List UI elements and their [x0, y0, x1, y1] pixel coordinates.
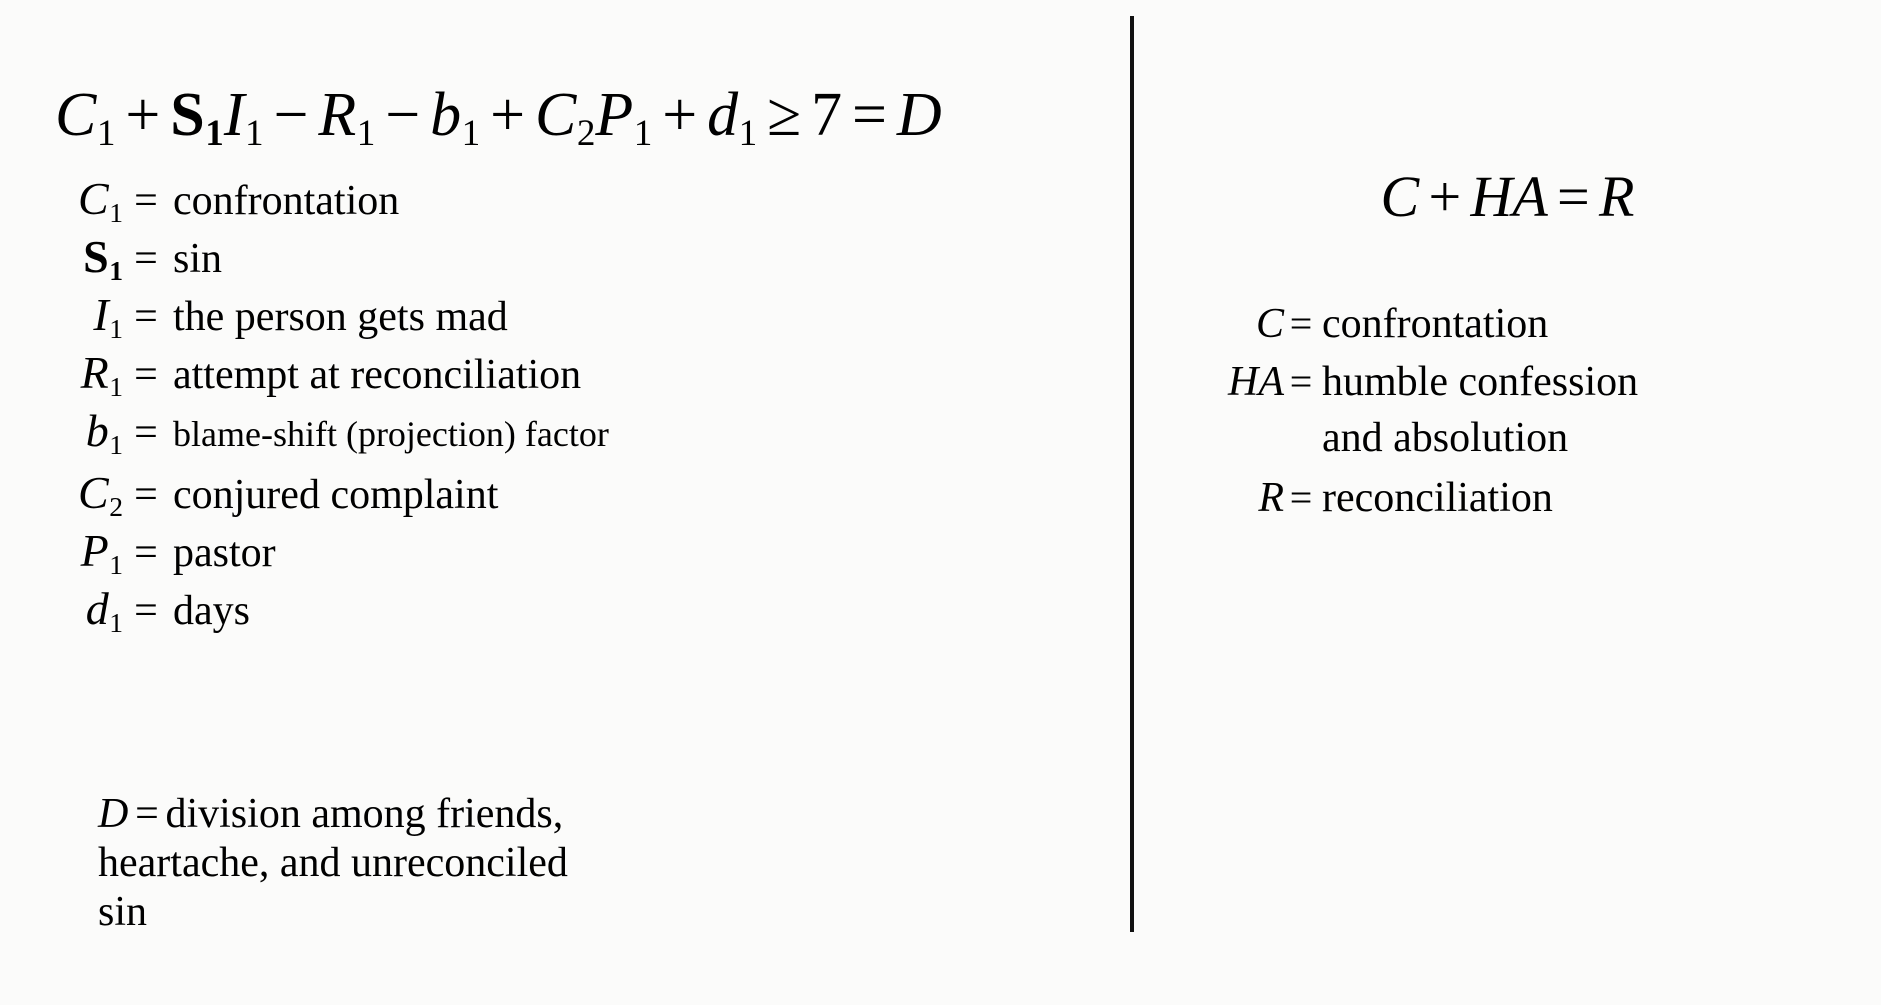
term-P1: P1 — [595, 81, 653, 155]
legend-row-C1: C1 = confrontation — [55, 176, 1095, 234]
operator-plus-1: + — [125, 81, 161, 149]
legend-equals-P1: = — [134, 530, 158, 576]
operator-plus-2: + — [490, 81, 526, 149]
term-C2: C2 — [534, 81, 596, 155]
legend-equals-D: = — [135, 791, 159, 837]
term-b1: b1 — [430, 81, 481, 155]
term-I1: I1 — [223, 81, 264, 155]
right-legend-row-HA: HA = humble confession — [1134, 358, 1881, 416]
right-legend-definition-C: confrontation — [1322, 301, 1549, 347]
right-term-C: C — [1380, 164, 1420, 229]
right-legend-row-C: C = confrontation — [1134, 300, 1881, 358]
term-d1: d1 — [707, 81, 758, 155]
legend-equals-b1: = — [134, 410, 158, 456]
legend-symbol-b1: b1 — [85, 405, 123, 460]
term-seven: 7 — [811, 81, 843, 149]
right-legend-definition-HA: humble confession — [1322, 359, 1639, 405]
legend-definition-S1: sin — [173, 236, 223, 282]
legend-row-S1: S1 = sin — [55, 234, 1095, 292]
operator-equals: = — [852, 81, 887, 149]
legend-definition-D-line2: heartache, and unreconciled — [98, 840, 568, 887]
legend-D-line-2: heartache, and unreconciled — [98, 839, 718, 888]
right-legend-definition-R: reconciliation — [1322, 475, 1553, 521]
vertical-divider-rule — [1130, 16, 1134, 932]
legend-D-line-1: D=division among friends, — [98, 790, 718, 839]
right-legend-list: C = confrontation HA = humble confession… — [1134, 300, 1881, 532]
legend-definition-D-line3: sin — [98, 889, 148, 936]
right-term-HA: HA — [1470, 164, 1548, 229]
left-panel: C1+S1I1−R1−b1+C2P1+d1≥7=D C1 = confronta… — [55, 84, 1095, 937]
legend-definition-P1: pastor — [173, 530, 276, 576]
right-operator-plus: + — [1428, 164, 1462, 229]
legend-row-C2: C2 = conjured complaint — [55, 470, 1095, 528]
legend-symbol-C1: C1 — [78, 173, 123, 228]
right-main-equation: C+HA=R — [1134, 168, 1881, 226]
legend-row-d1: d1 = days — [55, 586, 1095, 644]
legend-definition-I1: the person gets mad — [173, 294, 508, 340]
legend-D-line-3: sin — [98, 888, 718, 937]
term-R1: R1 — [318, 81, 376, 155]
right-legend-equals-HA: = — [1289, 359, 1313, 404]
legend-definition-D-line1: division among friends, — [165, 791, 564, 837]
legend-row-D: D=division among friends, heartache, and… — [98, 790, 718, 937]
legend-definition-C2: conjured complaint — [173, 472, 499, 518]
legend-equals-d1: = — [134, 588, 158, 634]
term-S1: S1 — [170, 81, 224, 155]
left-main-equation: C1+S1I1−R1−b1+C2P1+d1≥7=D — [55, 84, 942, 153]
legend-symbol-d1: d1 — [85, 583, 123, 638]
right-term-R: R — [1599, 164, 1635, 229]
legend-row-P1: P1 = pastor — [55, 528, 1095, 586]
legend-equals-I1: = — [134, 294, 158, 340]
legend-equals-R1: = — [134, 352, 158, 398]
legend-symbol-S1: S1 — [83, 231, 123, 286]
legend-equals-C1: = — [134, 178, 158, 224]
legend-symbol-R1: R1 — [80, 347, 123, 402]
right-operator-equals: = — [1557, 164, 1590, 229]
right-legend-symbol-R: R — [1258, 475, 1284, 521]
operator-greater-equal: ≥ — [767, 81, 802, 149]
right-legend-symbol-C: C — [1255, 301, 1284, 347]
legend-symbol-P1: P1 — [80, 525, 123, 580]
operator-minus-2: − — [385, 81, 421, 149]
right-legend-definition-HA-continuation: and absolution — [1322, 415, 1569, 461]
legend-equals-C2: = — [134, 472, 158, 518]
legend-symbol-I1: I1 — [93, 289, 123, 344]
right-legend-symbol-HA: HA — [1228, 359, 1284, 405]
right-legend-row-HA-continuation: and absolution — [1134, 416, 1881, 474]
right-legend-row-R: R = reconciliation — [1134, 474, 1881, 532]
left-legend-list: C1 = confrontation S1 = sin I1 = the per… — [55, 176, 1095, 644]
legend-definition-b1: blame-shift (projection) factor — [173, 414, 609, 454]
legend-row-b1: b1 = blame-shift (projection) factor — [55, 408, 1095, 470]
term-C1: C1 — [55, 81, 116, 155]
legend-symbol-C2: C2 — [78, 467, 123, 522]
right-panel: C+HA=R C = confrontation HA = humble con… — [1134, 0, 1881, 1005]
legend-symbol-D: D — [98, 791, 129, 837]
right-legend-equals-C: = — [1289, 301, 1313, 346]
legend-definition-d1: days — [173, 588, 250, 634]
operator-minus-1: − — [273, 81, 309, 149]
legend-definition-R1: attempt at reconciliation — [173, 352, 582, 398]
operator-plus-3: + — [662, 81, 698, 149]
legend-row-I1: I1 = the person gets mad — [55, 292, 1095, 350]
term-D: D — [896, 81, 942, 149]
legend-definition-C1: confrontation — [173, 178, 400, 224]
right-legend-equals-R: = — [1289, 475, 1313, 520]
legend-equals-S1: = — [134, 236, 158, 282]
legend-row-R1: R1 = attempt at reconciliation — [55, 350, 1095, 408]
